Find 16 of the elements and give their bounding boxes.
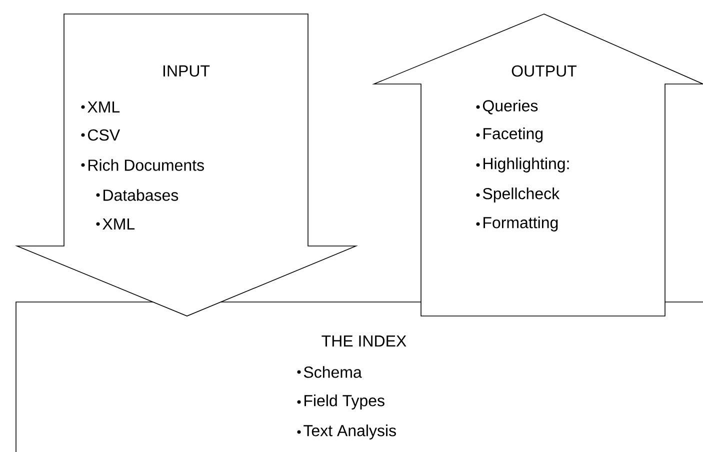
list-item: Databases <box>96 189 178 201</box>
list-item: Text Analysis <box>297 424 396 440</box>
list-item: Spellcheck <box>476 188 560 202</box>
list-item: XML <box>81 102 120 112</box>
list-item: Schema <box>297 366 362 378</box>
list-item: Rich Documents <box>81 159 204 171</box>
heading: OUTPUT <box>512 65 577 77</box>
heading: THE INDEX <box>322 336 406 346</box>
list-item: Formatting <box>476 216 558 232</box>
list-item: CSV <box>81 129 120 141</box>
list-item: Queries <box>476 100 538 114</box>
list-item: XML <box>96 218 135 230</box>
heading: INPUT <box>163 65 210 77</box>
list-item: Faceting <box>476 128 543 142</box>
list-item: Highlighting: <box>476 158 569 172</box>
list-item: Field Types <box>297 394 384 410</box>
